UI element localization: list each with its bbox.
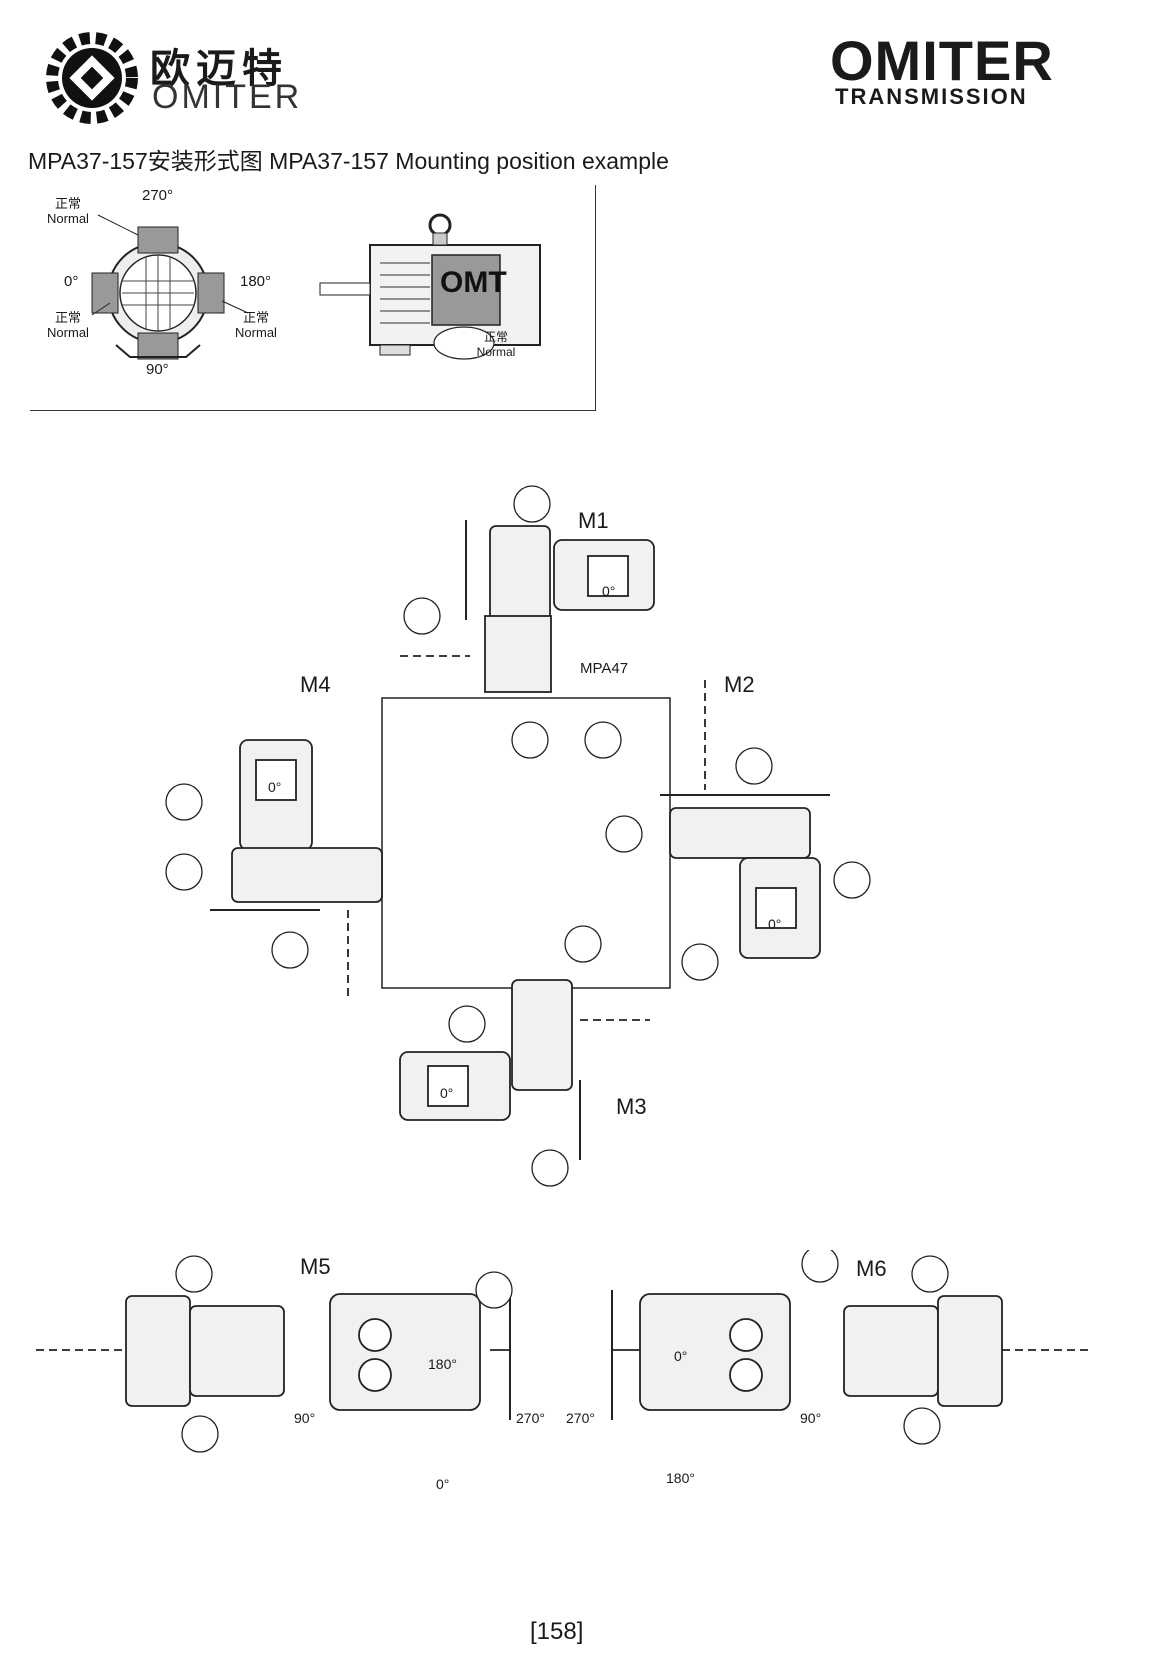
motor-plate-text: OMT	[440, 266, 507, 299]
angle-90-label: 90°	[146, 361, 169, 378]
angle-0-label: 0°	[64, 273, 79, 290]
position-m2-label: M2	[724, 672, 755, 697]
model-label: MPA47	[580, 660, 629, 677]
motor-m1-angle: 0°	[602, 583, 616, 599]
motor-m2-angle: 0°	[768, 916, 782, 932]
brand-logo	[46, 32, 138, 124]
page-title: MPA37-157安装形式图 MPA37-157 Mounting positi…	[28, 148, 669, 174]
angle-180-label: 180°	[240, 273, 272, 290]
m5-angle-90: 90°	[294, 1410, 316, 1426]
brand-subtitle-right: TRANSMISSION	[835, 84, 1028, 109]
brand-name-cn: 欧迈特	[150, 45, 288, 92]
angle-270-label: 270°	[142, 187, 174, 204]
motor-m4-angle: 0°	[268, 779, 282, 795]
position-m6-label: M6	[856, 1256, 887, 1281]
position-m4-label: M4	[300, 672, 331, 697]
position-m1-label: M1	[578, 508, 609, 533]
m5-angle-270: 270°	[516, 1410, 545, 1426]
brand-name-right: OMITER	[830, 29, 1054, 92]
m5-m6-diagram	[36, 1250, 1092, 1453]
m6-angle-90: 90°	[800, 1410, 822, 1426]
m6-angle-180: 180°	[666, 1470, 695, 1486]
m6-angle-0: 0°	[674, 1348, 688, 1364]
motor-m3-angle: 0°	[440, 1085, 454, 1101]
mounting-positions-diagram	[165, 485, 871, 1187]
m5-angle-0: 0°	[436, 1476, 450, 1492]
m5-angle-180: 180°	[428, 1356, 457, 1372]
gear-logo-icon	[46, 32, 138, 124]
position-m3-label: M3	[616, 1094, 647, 1119]
brand-name-en: OMITER	[152, 78, 303, 116]
terminal-box-diagram	[91, 213, 541, 360]
position-m5-label: M5	[300, 1254, 331, 1279]
terminal-box-panel	[30, 185, 596, 411]
m6-angle-270: 270°	[566, 1410, 595, 1426]
page-number: 158	[530, 1618, 583, 1646]
